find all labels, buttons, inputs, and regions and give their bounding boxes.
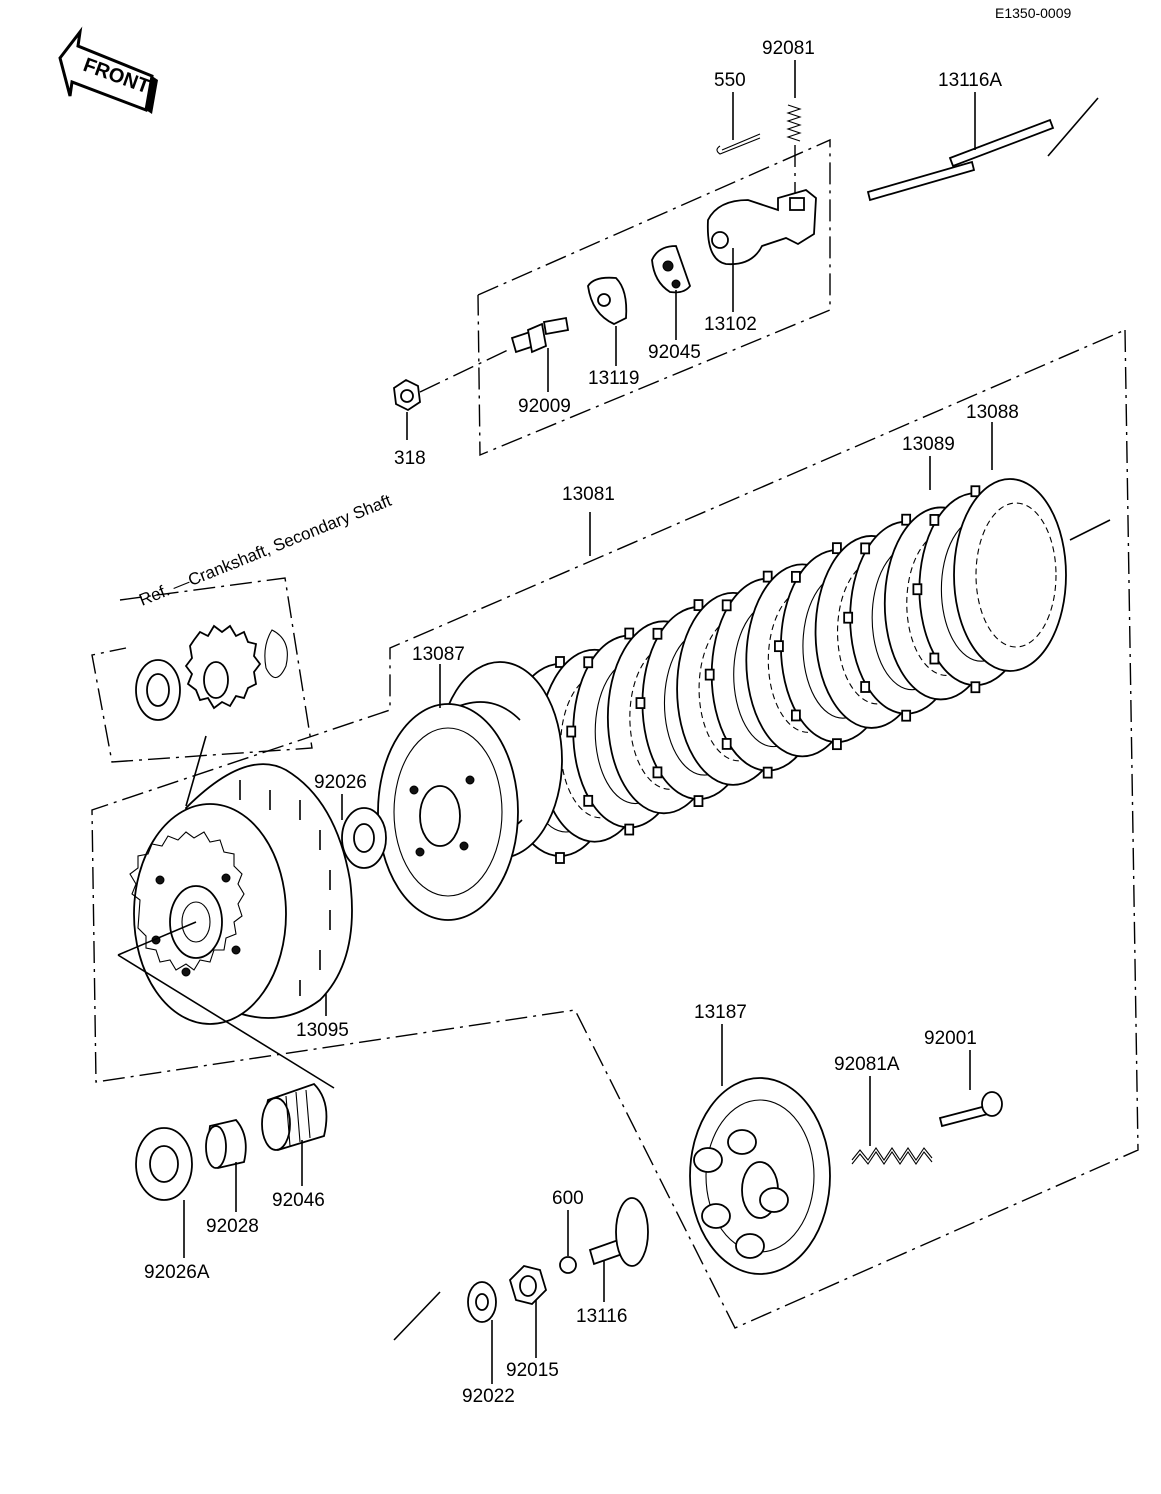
clutch-hub-13087 [377,661,563,921]
clutch-housing-13095 [117,763,353,1089]
needle-bearing-92046 [261,1082,328,1152]
sleeve-92028 [205,1119,247,1170]
part-labels: 92081 550 13116A 13102 92045 13119 92009… [144,38,1019,1407]
cotter-pin-550 [716,133,761,155]
reference-crankshaft-group: Ref. —Crankshaft, Secondary Shaft [91,491,394,763]
spring-92081 [786,104,802,200]
axis-line-right [1069,519,1111,541]
release-lever-13102 [706,189,817,266]
clutch-assembly-box [91,329,1139,1329]
label-92015: 92015 [506,1360,559,1381]
nut-92015 [508,1265,548,1305]
nut-318 [393,378,421,412]
label-92045: 92045 [648,342,701,363]
front-arrow-icon: FRONT [58,26,158,114]
release-mechanism-group [393,104,831,457]
label-92001: 92001 [924,1028,977,1049]
leader-lines [183,60,993,1384]
bolt-92001 [938,1091,1003,1128]
label-13095: 13095 [296,1020,349,1041]
washer-92026 [341,807,387,869]
label-92026: 92026 [314,772,367,793]
label-318: 318 [394,448,426,469]
label-92022: 92022 [462,1386,515,1407]
label-92026A: 92026A [144,1262,210,1283]
drawing-code: E1350-0009 [995,5,1072,21]
axis-line-bottom [393,1291,441,1341]
label-13116A: 13116A [938,70,1002,91]
label-92028: 92028 [206,1216,259,1237]
washer-92022 [467,1281,497,1323]
label-92046: 92046 [272,1190,325,1211]
label-13087: 13087 [412,644,465,665]
ball-600 [559,1256,577,1274]
label-13081: 13081 [562,484,615,505]
label-13089: 13089 [902,434,955,455]
label-550: 550 [714,70,746,91]
spring-92081A [851,1147,933,1165]
push-rod-13116A [866,97,1099,202]
label-92081A: 92081A [834,1054,900,1075]
label-13102: 13102 [704,314,757,335]
label-600: 600 [552,1188,584,1209]
adjusting-screw-92009 [419,316,570,393]
label-13088: 13088 [966,402,1019,423]
label-13187: 13187 [694,1002,747,1023]
label-92009: 92009 [518,396,571,417]
washer-92026A [135,1127,193,1201]
reference-note: Ref. —Crankshaft, Secondary Shaft [136,491,394,610]
steel-plate [953,478,1067,672]
cam-13119 [587,276,628,325]
plate-92045 [651,245,692,294]
label-13116: 13116 [576,1306,627,1327]
clutch-plate-stack-13081 [497,478,1067,864]
pressure-plate-13187 [689,1077,831,1275]
label-13119: 13119 [588,368,639,389]
label-92081: 92081 [762,38,815,59]
push-rod-13116 [588,1197,649,1267]
